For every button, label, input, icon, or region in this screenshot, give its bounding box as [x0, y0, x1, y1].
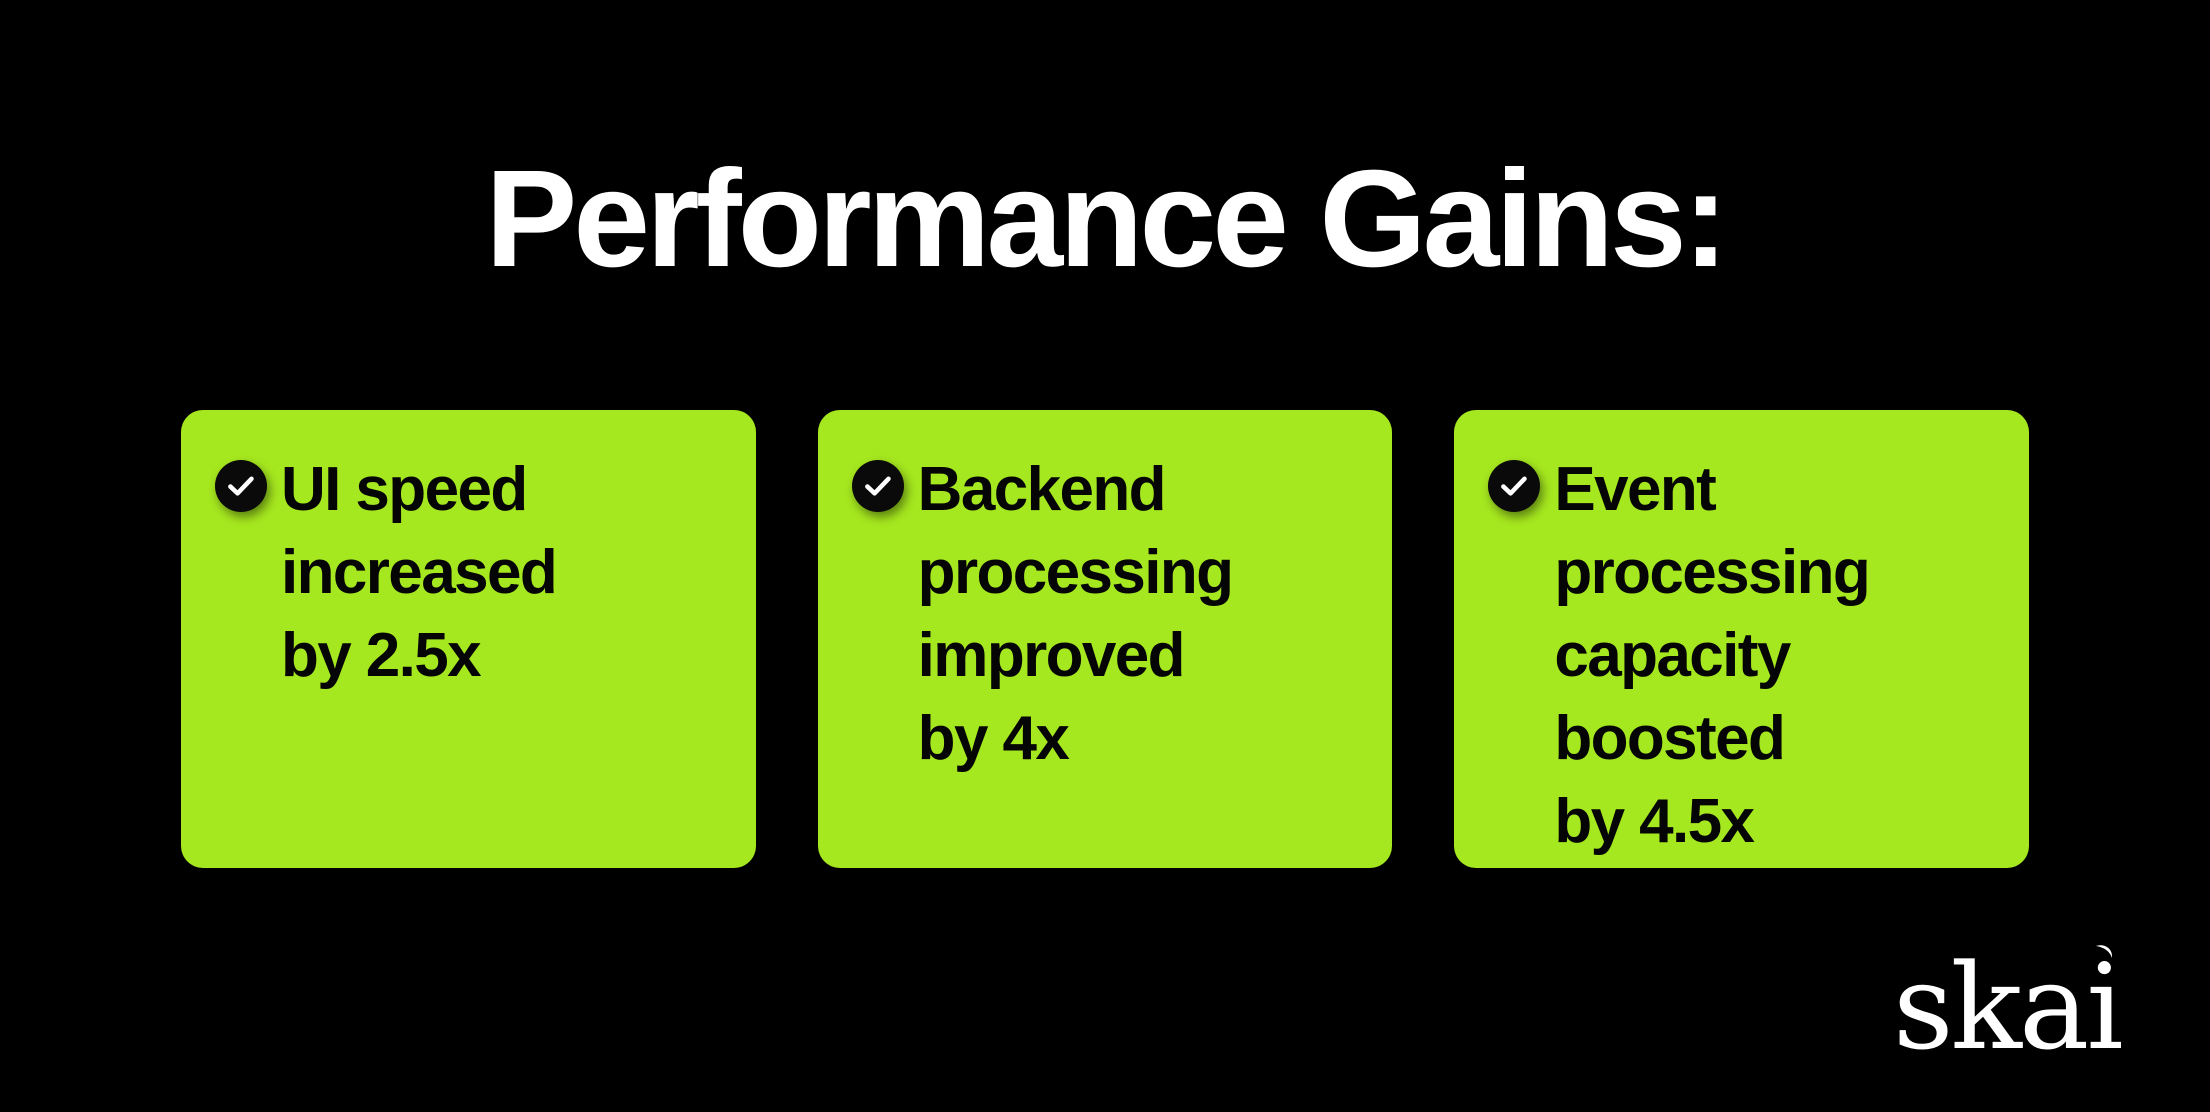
performance-card: Event processing capacity boosted by 4.5… [1454, 410, 2030, 868]
check-circle-icon [215, 460, 267, 512]
skai-logo-wordmark: skai [1893, 938, 2121, 1056]
page-title: Performance Gains: [485, 142, 1728, 296]
performance-cards-row: UI speed increased by 2.5x Backend proce… [181, 410, 2030, 868]
skai-logo: skai [1893, 938, 2121, 1056]
performance-card-text: Event processing capacity boosted by 4.5… [1554, 455, 1870, 856]
crescent-accent-icon [2096, 945, 2113, 958]
check-circle-icon [1488, 460, 1541, 512]
performance-card: UI speed increased by 2.5x [181, 410, 756, 868]
check-circle-icon [851, 460, 904, 512]
performance-card-text: Backend processing improved by 4x [917, 455, 1234, 773]
performance-card-text: UI speed increased by 2.5x [281, 455, 558, 690]
performance-card: Backend processing improved by 4x [817, 410, 1393, 868]
